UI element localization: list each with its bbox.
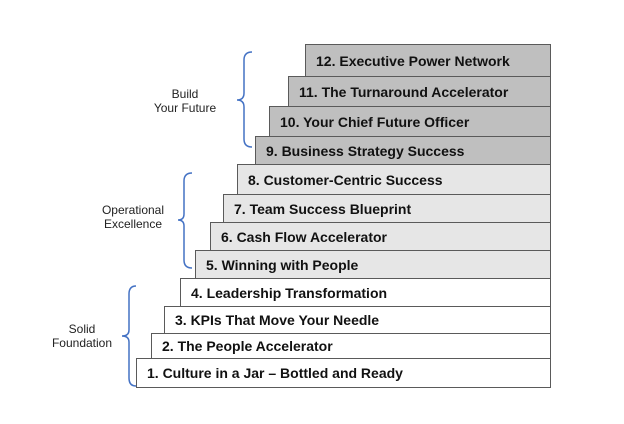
label-line: Excellence — [103, 217, 163, 231]
label-line: Your Future — [153, 101, 217, 115]
label-line: Operational — [101, 203, 165, 217]
step-6: 6. Cash Flow Accelerator — [210, 222, 551, 251]
step-8: 8. Customer-Centric Success — [237, 164, 551, 195]
group-label-solid-foundation: Solid Foundation — [37, 322, 127, 350]
group-label-build-your-future: Build Your Future — [140, 87, 230, 115]
step-11: 11. The Turnaround Accelerator — [288, 76, 551, 107]
step-12: 12. Executive Power Network — [305, 44, 551, 77]
step-9: 9. Business Strategy Success — [255, 136, 551, 165]
step-2: 2. The People Accelerator — [151, 333, 551, 359]
step-4: 4. Leadership Transformation — [180, 278, 551, 307]
step-5: 5. Winning with People — [195, 250, 551, 279]
label-line: Solid — [68, 322, 96, 336]
step-10: 10. Your Chief Future Officer — [269, 106, 551, 137]
step-1: 1. Culture in a Jar – Bottled and Ready — [136, 358, 551, 388]
bracket-operational-excellence — [177, 172, 193, 269]
group-label-operational-excellence: Operational Excellence — [88, 203, 178, 231]
bracket-solid-foundation — [121, 285, 137, 387]
bracket-build-your-future — [236, 51, 253, 148]
step-3: 3. KPIs That Move Your Needle — [164, 306, 551, 334]
label-line: Foundation — [51, 336, 113, 350]
label-line: Build — [171, 87, 199, 101]
step-7: 7. Team Success Blueprint — [223, 194, 551, 223]
